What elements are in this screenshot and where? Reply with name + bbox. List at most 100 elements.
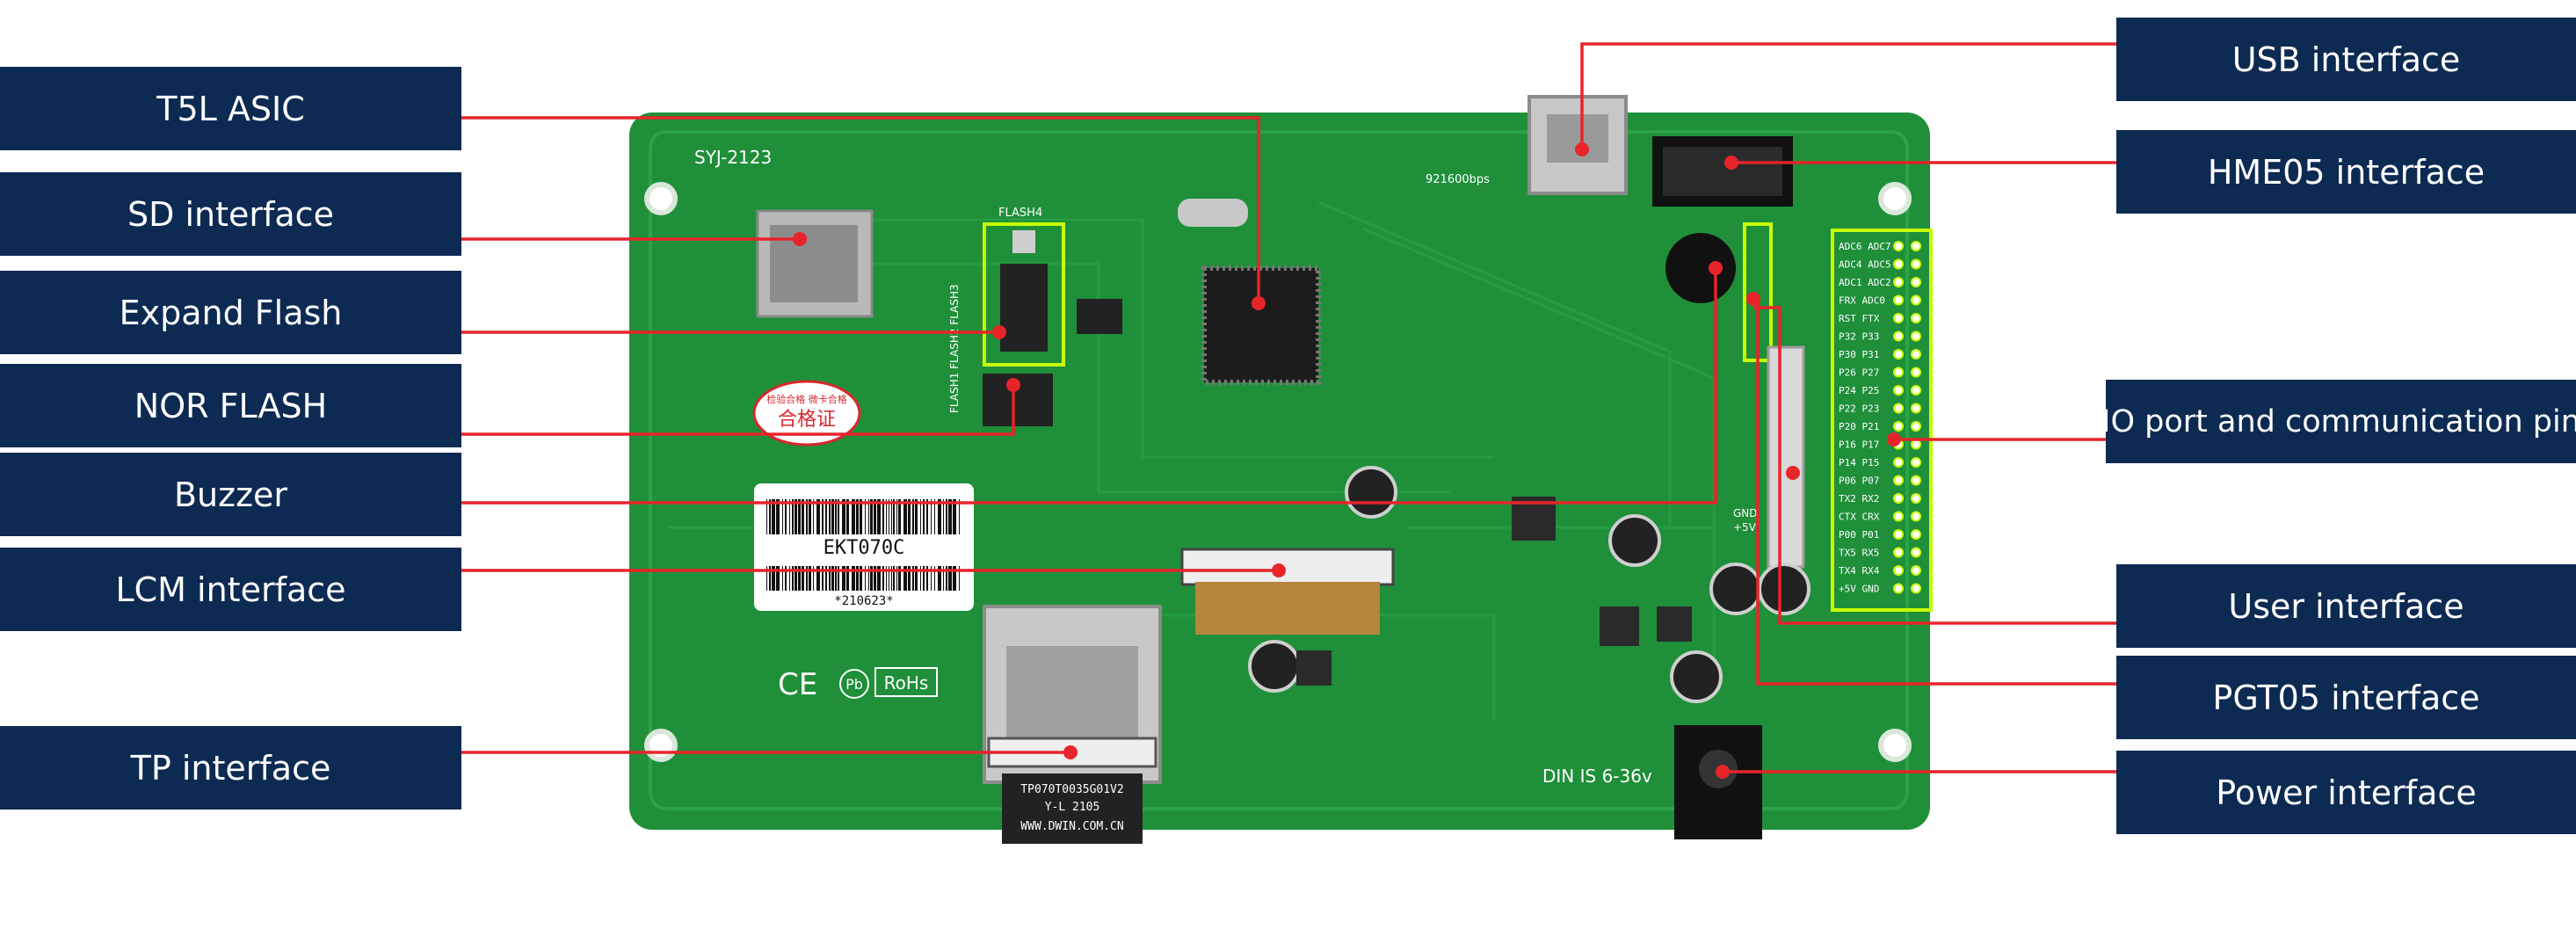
barcode-bar [838,499,839,534]
silkscreen-id: SYJ-2123 [694,147,772,168]
barcode-bar [946,499,947,534]
barcode-bar [825,566,827,591]
barcode-bar [822,499,824,534]
barcode-bar [776,566,780,591]
barcode-bar [825,499,827,534]
barcode-bar [898,566,901,591]
barcode-bar [926,499,928,534]
barcode-bar [813,566,814,591]
header-pin [1893,313,1904,323]
barcode-bar [931,499,932,534]
rohs-mark: RoHs [884,672,929,693]
label-io-port: IO port and communication pin [2106,380,2576,463]
barcode-bar [829,499,831,534]
barcode-bar [865,499,866,534]
barcode-bar [915,499,918,534]
header-pin-label: ADC4 ADC5 [1839,259,1891,271]
header-pin [1911,294,1921,306]
label-nor-flash: NOR FLASH [0,364,461,447]
barcode-bar [789,499,790,534]
ribbon-text-2: Y-L 2105 [1045,801,1100,814]
barcode-bar [798,566,801,591]
header-pin [1893,457,1904,468]
header-pin-label: +5V GND [1839,584,1879,595]
barcode-bar [809,499,811,534]
header-pin-label: P20 P21 [1839,421,1879,432]
barcode-bar [852,566,855,591]
barcode-bar [959,499,960,534]
t5l-asic-chip [1201,265,1321,385]
barcode-bar [908,566,911,591]
plus5v-text: +5V [1733,521,1757,534]
barcode-bar [846,499,849,534]
label-expand-flash: Expand Flash [0,271,461,354]
barcode-bar [769,499,771,534]
header-pin [1893,583,1904,594]
barcode-bar [943,499,944,534]
barcode-bar [860,499,862,534]
barcode-bar [870,499,873,534]
barcode-bar [831,499,834,534]
label-power-interface: Power interface [2116,751,2576,834]
baud-text: 921600bps [1426,173,1490,186]
header-pin [1911,385,1921,396]
barcode-bar [891,499,892,534]
header-pin-label: CTX CRX [1839,512,1880,523]
header-pin-label: ADC6 ADC7 [1839,241,1891,252]
barcode-bar [877,566,881,591]
header-pin [1893,277,1904,287]
header-pin-label: ADC1 ADC2 [1839,277,1891,288]
barcode-bar [865,566,866,591]
label-tp-interface: TP interface [0,726,461,810]
header-pin [1893,294,1904,306]
header-pin-label: TX5 RX5 [1839,548,1879,559]
barcode-bar [886,566,887,591]
pb-mark: Pb [845,676,863,693]
barcode-bar [868,499,869,534]
barcode-bar [938,499,941,534]
barcode-bar [816,499,820,534]
label-buzzer: Buzzer [0,453,461,536]
barcode-bar [829,566,831,591]
voltage-text: DIN IS 6-36v [1542,766,1652,787]
barcode-bar [934,566,935,591]
barcode-bar [926,566,928,591]
header-pin [1893,258,1904,270]
header-pin [1893,349,1904,359]
sd-card-slot [756,209,874,318]
header-pin-label: P00 P01 [1839,529,1879,541]
header-pin [1911,547,1921,558]
barcode-bar [769,566,771,591]
header-pin [1911,457,1921,468]
header-pin [1893,367,1904,378]
barcode-bar [842,566,845,591]
barcode-model: EKT070C [824,537,905,559]
barcode-bar [785,566,787,591]
header-pin [1911,367,1921,378]
barcode-bar [920,499,921,534]
cert-small-text: 检验合格 微卡合格 [766,393,847,405]
label-hme05-interface: HME05 interface [2116,130,2576,214]
header-pin-label: TX4 RX4 [1839,565,1880,577]
barcode-bar [806,566,808,591]
barcode-bar [886,499,887,534]
barcode-bar [912,499,914,534]
barcode-bar [891,566,892,591]
barcode-bar [809,566,811,591]
header-pin [1893,529,1904,540]
barcode-bar [813,499,814,534]
barcode-bar [856,499,859,534]
barcode-bar [785,499,787,534]
barcode-bar [946,566,947,591]
barcode-bar [893,566,895,591]
header-pin [1911,439,1921,450]
barcode-bar [874,499,876,534]
barcode-bar [874,566,876,591]
pcb-body [629,113,1930,830]
label-user-interface: User interface [2116,564,2576,648]
barcode-bar [912,566,914,591]
barcode-bar [802,566,804,591]
barcode-bar [882,499,884,534]
barcode-bar [938,566,941,591]
